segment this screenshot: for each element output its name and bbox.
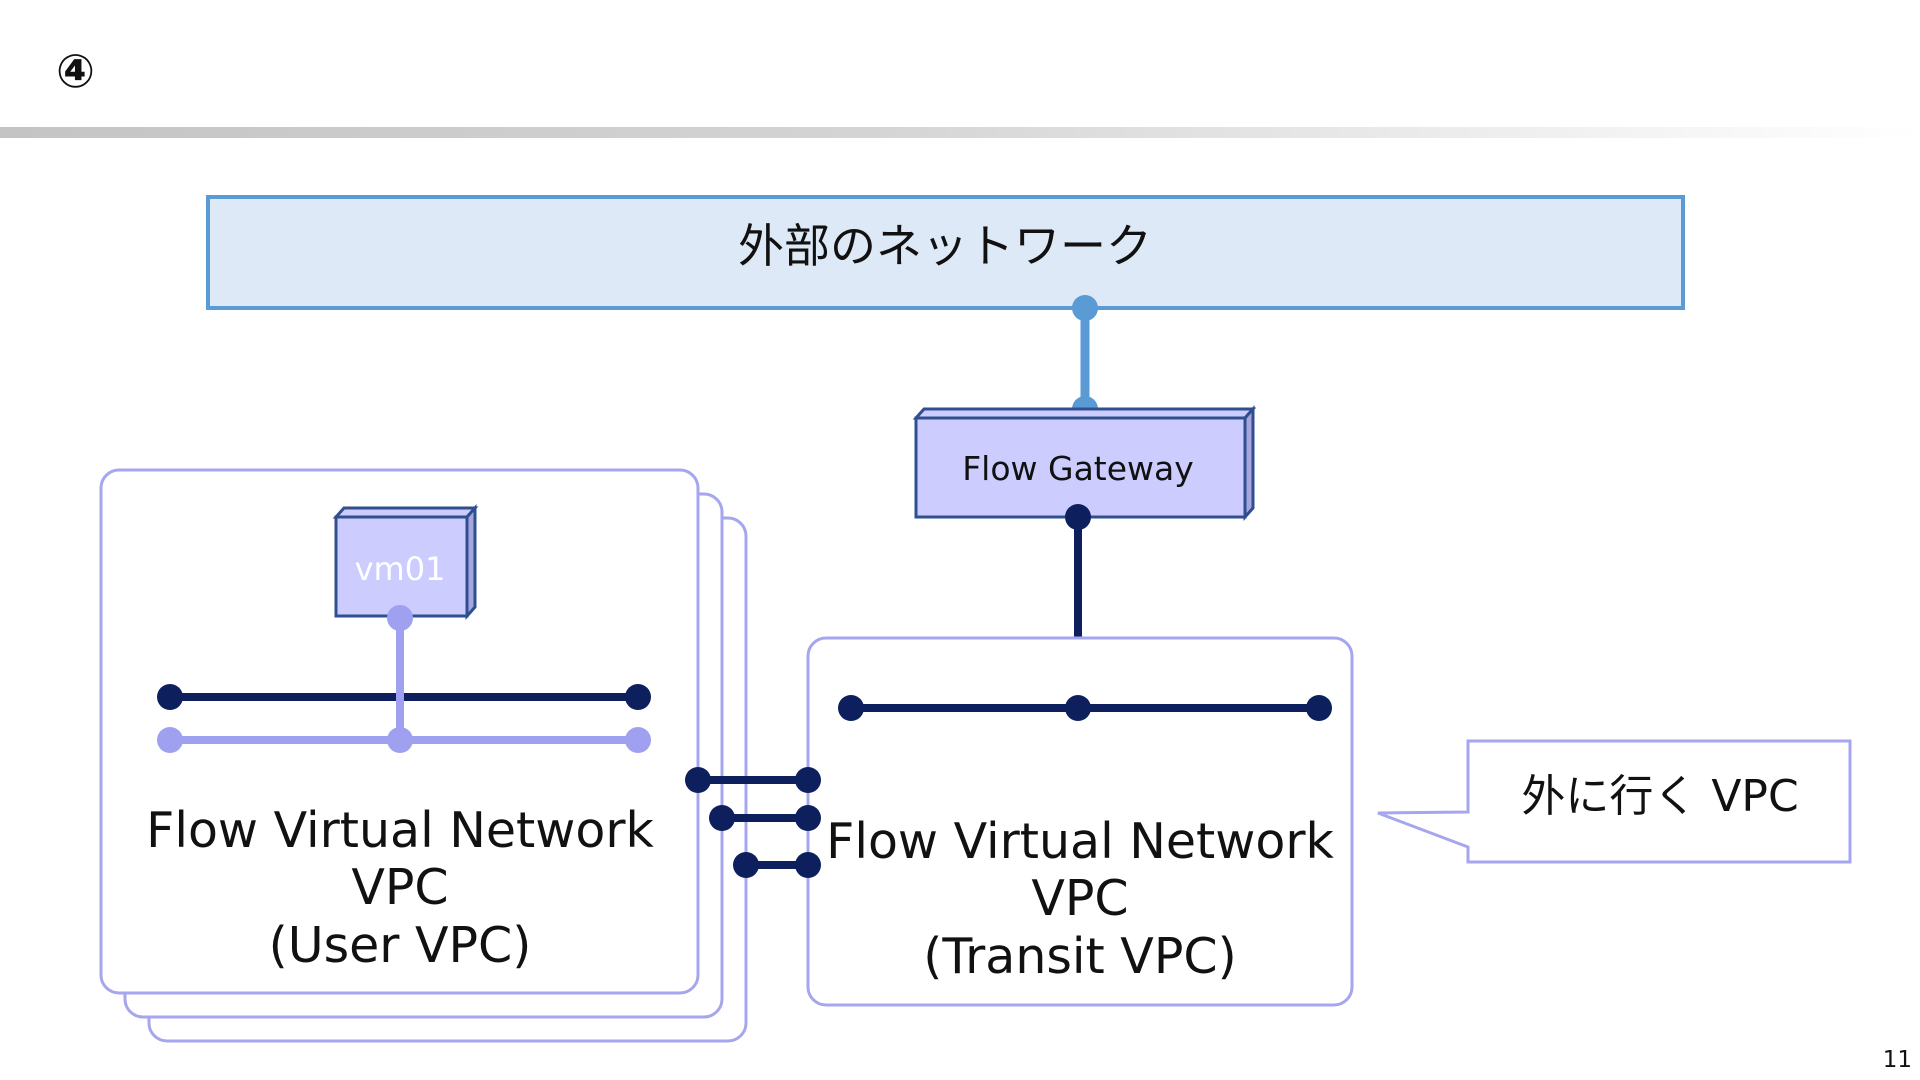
transit-vpc-label-line3: (Transit VPC) (923, 928, 1236, 985)
vpc-peering-links (685, 767, 821, 878)
user-vpc-label-line3: (User VPC) (269, 917, 532, 974)
user-vpc-label-line2: VPC (351, 859, 448, 916)
flow-gateway-label: Flow Gateway (962, 449, 1194, 488)
callout-label: 外に行く VPC (1521, 771, 1798, 822)
slide-title: ④ (56, 44, 95, 98)
transit-vpc-label-line2: VPC (1031, 870, 1128, 927)
vm01-label: vm01 (355, 550, 446, 588)
flow-gateway[interactable]: Flow Gateway (912, 405, 1257, 521)
callout: 外に行く VPC (1377, 739, 1852, 864)
external-network[interactable]: 外部のネットワーク (206, 195, 1685, 310)
user-vpc-label-line1: Flow Virtual Network (146, 802, 654, 859)
transit-vpc-bus (838, 695, 1332, 721)
external-network-label: 外部のネットワーク (738, 219, 1152, 273)
user-vpc-label: Flow Virtual Network VPC (User VPC) (146, 802, 654, 974)
page-number: 11 (1882, 1047, 1912, 1073)
transit-vpc-label-line1: Flow Virtual Network (826, 813, 1334, 870)
title-rule (0, 127, 1920, 138)
external-gateway-link (1072, 295, 1098, 422)
transit-vpc[interactable]: Flow Virtual Network VPC (Transit VPC) (806, 636, 1354, 1007)
user-vpc-buses (157, 605, 651, 753)
vm01-node[interactable]: vm01 (332, 504, 479, 620)
